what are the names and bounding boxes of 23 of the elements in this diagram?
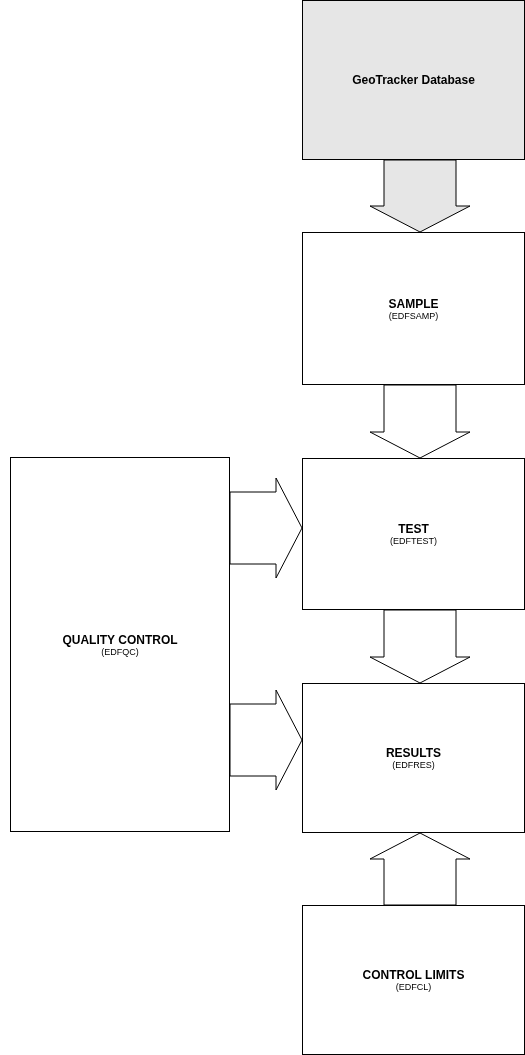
node-title: SAMPLE: [388, 296, 439, 311]
block-arrow: [369, 609, 471, 684]
node-title: QUALITY CONTROL: [62, 632, 178, 647]
block-arrow: [369, 159, 471, 233]
node-subtitle: (EDFSAMP): [388, 310, 439, 321]
process-box: [302, 905, 525, 1055]
node-title: TEST: [398, 522, 429, 536]
node-title: RESULTS: [385, 746, 442, 760]
node-subtitle: (EDFQC): [101, 646, 139, 657]
process-box: [302, 458, 525, 610]
node-subtitle: (EDFRES): [392, 760, 435, 770]
process-box: [302, 683, 525, 833]
process-box: [302, 0, 525, 160]
node-subtitle: (EDFCL): [395, 982, 432, 992]
block-arrow: [369, 384, 471, 459]
block-arrow: [229, 689, 303, 791]
node-subtitle: (EDFTEST): [390, 536, 437, 546]
block-arrow: [369, 832, 471, 906]
process-box: [302, 232, 525, 385]
node-title: CONTROL LIMITS: [362, 968, 465, 982]
process-box: [10, 457, 230, 832]
block-arrow: [229, 477, 303, 579]
node-title: GeoTracker Database: [352, 73, 475, 87]
